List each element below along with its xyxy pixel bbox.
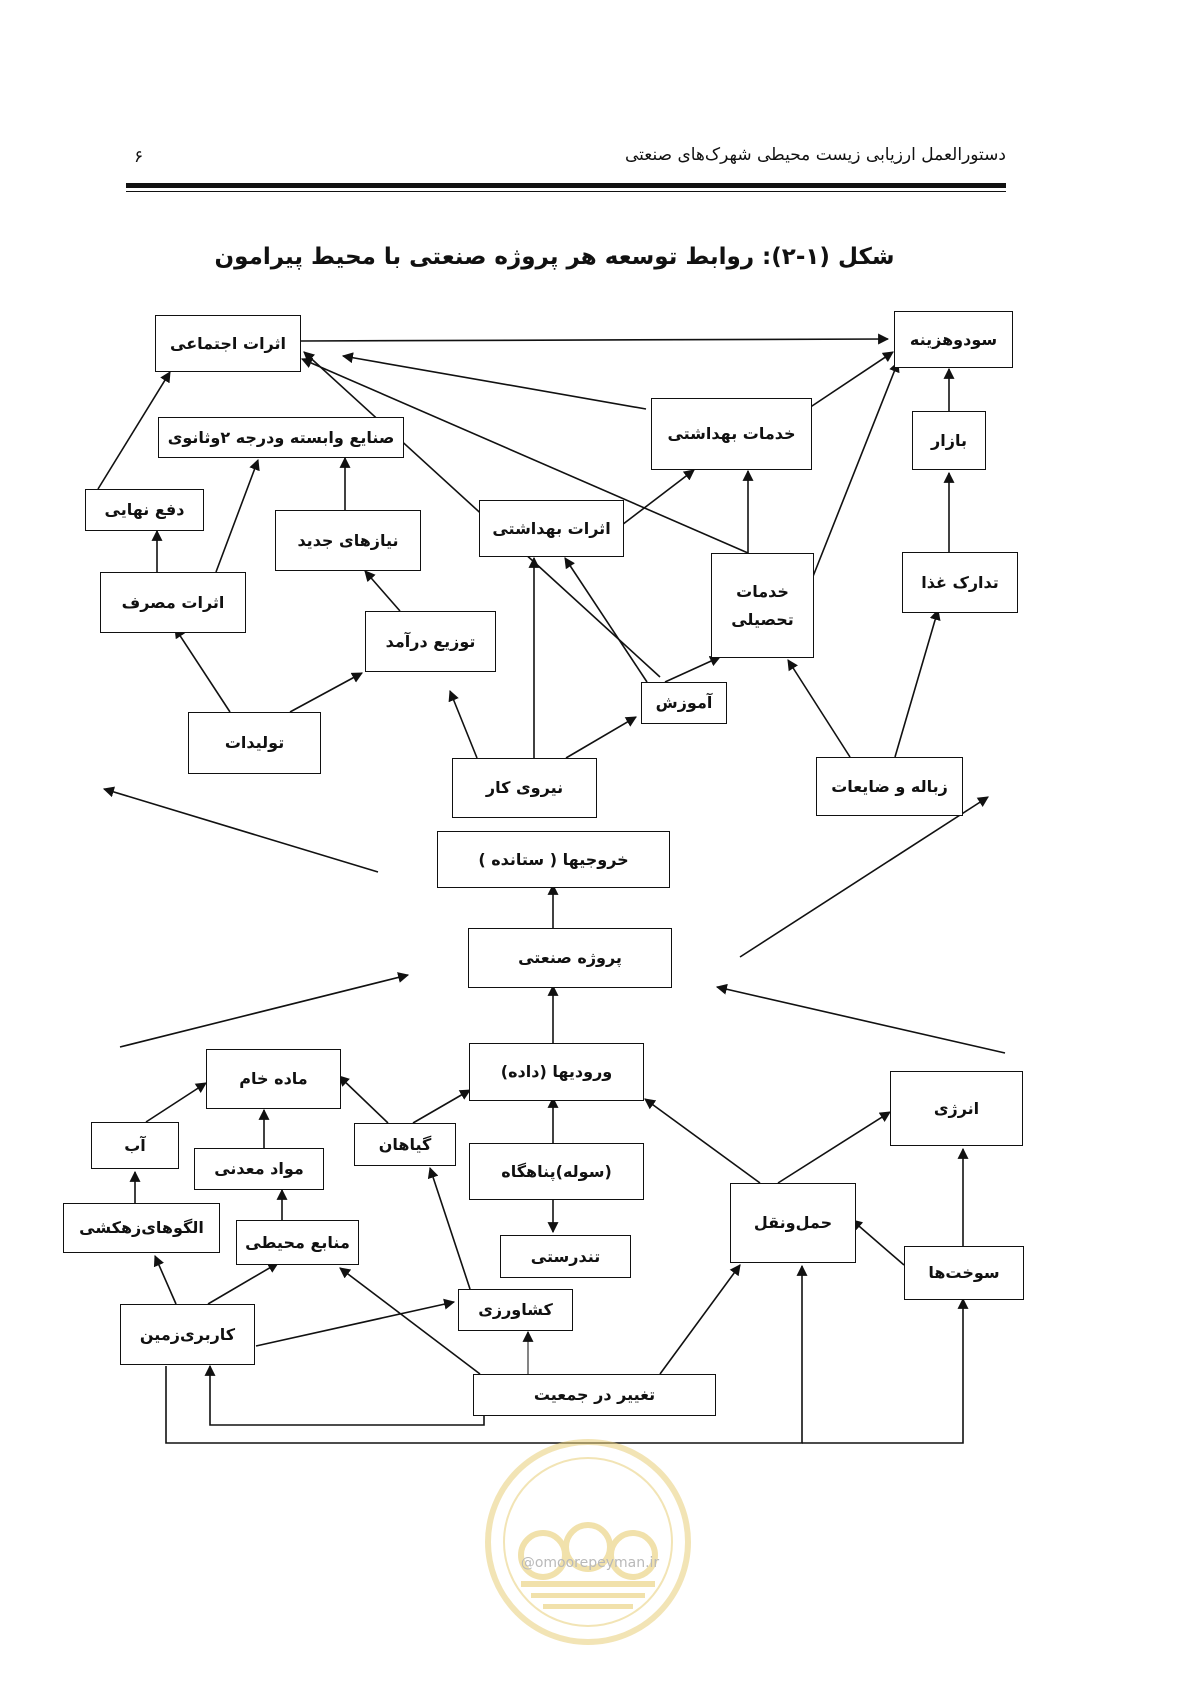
box-market: بازار <box>912 411 986 470</box>
box-population-change: تغییر در جمعیت <box>473 1374 716 1416</box>
box-plants: گیاهان <box>354 1123 456 1166</box>
box-consumption-effects: اثرات مصرف <box>100 572 246 633</box>
box-food-supply: تدارک غذا <box>902 552 1018 613</box>
box-waste: زباله و ضایعات <box>816 757 963 816</box>
arrow-plants-to-rawmaterial <box>338 1075 389 1124</box>
arrow-healthsvc-to-costbenefit <box>805 351 894 411</box>
box-workforce: نیروی کار <box>452 758 597 818</box>
box-new-needs: نیازهای جدید <box>275 510 421 571</box>
arrow-landuse-to-agriculture <box>255 1298 456 1347</box>
arrow-popchange-to-transport <box>659 1264 741 1375</box>
arrow-healthsvc-to-social <box>341 352 647 410</box>
running-header-title: دستورالعمل ارزیابی زیست محیطی شهرک‌های ص… <box>624 145 1006 165</box>
header-rule-thin <box>126 191 1006 192</box>
arrow-products-to-income <box>289 672 363 713</box>
box-outputs: خروجیها ( ستانده ) <box>437 831 670 888</box>
box-health: تندرستی <box>500 1235 631 1278</box>
box-drainage-patterns: الگوهای‌زهکشی <box>63 1203 220 1253</box>
box-minerals: مواد معدنی <box>194 1148 324 1190</box>
arrow-healtheffects-to-healthsvc <box>617 469 695 529</box>
arrow-workforce-to-income <box>448 689 478 759</box>
box-housing: (سوله)پناهگاه <box>469 1143 644 1200</box>
arrow-transport-to-energy <box>777 1111 891 1184</box>
box-final-disposal: دفع نهایی <box>85 489 204 531</box>
arrow-waste-to-food <box>894 608 941 758</box>
arrow-loop-to-transport <box>165 1264 808 1444</box>
page-number: ۶ <box>134 147 144 167</box>
arrow-waste-to-eduservices <box>787 659 851 758</box>
box-environmental-resources: منابع محیطی <box>236 1220 359 1265</box>
arrow-plants-to-inputs <box>412 1089 471 1124</box>
arrow-fuels-to-transport <box>851 1219 905 1266</box>
arrow-workforce-to-education <box>565 716 637 759</box>
box-inputs: ورودیها (داده) <box>469 1043 644 1101</box>
watermark-site: @omoorepeyman.ir <box>520 1555 660 1571</box>
arrow-upper-left-spread <box>102 786 379 873</box>
arrow-upper-right-spread <box>739 796 989 958</box>
publisher-seal-graphic <box>485 1439 691 1645</box>
box-health-services: خدمات بهداشتی <box>651 398 812 470</box>
arrow-landuse-to-envres <box>207 1262 279 1305</box>
box-social-effects: اثرات اجتماعی <box>155 315 301 372</box>
arrow-eduservices-to-costbenefit <box>809 360 900 585</box>
box-fuels: سوخت‌ها <box>904 1246 1024 1300</box>
box-transport: حمل‌ونقل <box>730 1183 856 1263</box>
figure-caption: شکل (۱-۲): روابط توسعه هر پروژه صنعتی با… <box>214 244 895 270</box>
arrow-consumption-to-secondary <box>215 458 260 573</box>
arrow-income-to-newneeds <box>364 570 401 612</box>
arrow-lower-left-spread <box>119 972 410 1048</box>
arrow-education-to-healtheffects <box>564 557 648 683</box>
box-agriculture: کشاورزی <box>458 1289 573 1331</box>
arrow-finaldisposal-to-social <box>97 371 171 490</box>
box-educational-services: خدمات تحصیلی <box>711 553 814 658</box>
arrow-products-to-consumption <box>174 627 231 713</box>
arrow-agriculture-to-plants <box>427 1166 471 1290</box>
header-rule-thick <box>126 183 1006 188</box>
box-cost-benefit: سودوهزینه <box>894 311 1013 368</box>
arrow-landuse-to-drainage <box>153 1254 177 1305</box>
box-income-distribution: توزیع درآمد <box>365 611 496 672</box>
arrow-transport-to-inputs <box>644 1098 761 1184</box>
arrow-loop-to-fuels <box>802 1297 969 1444</box>
box-water: آب <box>91 1122 179 1169</box>
arrow-lower-right-spread <box>715 983 1006 1054</box>
arrow-popchange-to-landuse <box>204 1364 485 1426</box>
box-products: تولیدات <box>188 712 321 774</box>
arrow-popchange-to-envres <box>339 1267 481 1375</box>
box-education: آموزش <box>641 682 727 724</box>
arrow-eduservices-to-social-1 <box>300 357 749 554</box>
arrow-education-to-eduservices <box>664 656 722 683</box>
box-industrial-project: پروژه صنعتی <box>468 928 672 988</box>
box-energy: انرژی <box>890 1071 1023 1146</box>
box-land-use: کاربری‌زمین <box>120 1304 255 1365</box>
box-raw-material: ماده خام <box>206 1049 341 1109</box>
box-secondary-industries: صنایع وابسته ودرجه ۲وثانوی <box>158 417 404 458</box>
arrow-social-to-costbenefit <box>299 333 890 345</box>
arrow-water-to-rawmaterial <box>145 1082 207 1123</box>
box-health-effects: اثرات بهداشتی <box>479 500 624 557</box>
